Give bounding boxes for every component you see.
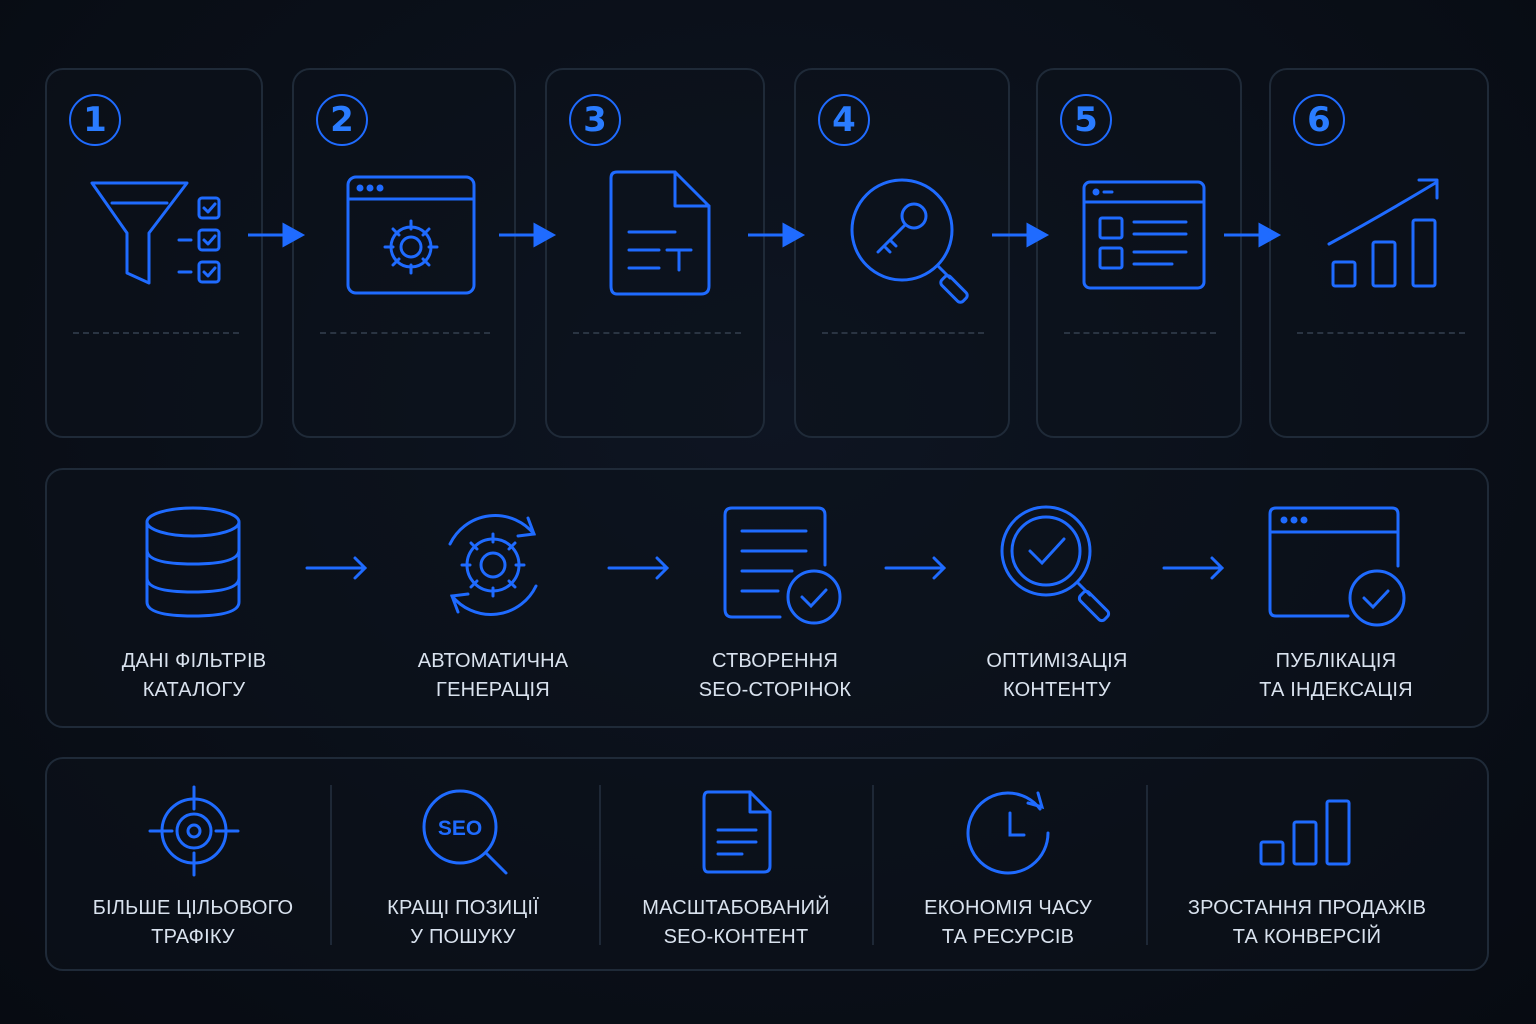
arrow-right-icon [248, 222, 306, 248]
label-line-1: ЗРОСТАННЯ ПРОДАЖІВ [1187, 897, 1427, 919]
document-text-icon [609, 170, 711, 296]
arrow-right-icon [992, 222, 1050, 248]
magnifier-check-icon [1000, 505, 1111, 623]
pipeline-label-auto-generation: АВТОМАТИЧНА ГЕНЕРАЦІЯ [373, 647, 613, 705]
arrow-right-icon [499, 222, 557, 248]
label-line-2: ТРАФІКУ [151, 926, 235, 948]
browser-check-icon [1268, 506, 1406, 627]
label-line-1: АВТОМАТИЧНА [417, 650, 569, 672]
seo-text: SEO [438, 817, 482, 840]
pipeline-label-content-optimization: ОПТИМІЗАЦІЯ КОНТЕНТУ [937, 647, 1177, 705]
step-card-4: 4 [794, 68, 1010, 438]
divider-dashed [822, 332, 984, 334]
arrow-right-icon [884, 556, 947, 580]
bar-chart-icon [1259, 799, 1351, 866]
browser-gear-icon [346, 175, 476, 295]
filter-funnel-checklist-icon [90, 181, 221, 285]
benefit-divider [872, 785, 874, 945]
step-number-badge: 6 [1293, 94, 1345, 146]
step-number-badge: 5 [1060, 94, 1112, 146]
target-crosshair-icon [148, 785, 240, 877]
label-line-1: БІЛЬШЕ ЦІЛЬОВОГО [92, 897, 294, 919]
arrow-right-icon [1162, 556, 1225, 580]
label-line-1: СТВОРЕННЯ [711, 650, 839, 672]
benefit-label-time-savings: ЕКОНОМІЯ ЧАСУ ТА РЕСУРСІВ [878, 894, 1138, 952]
arrow-right-icon [748, 222, 806, 248]
document-icon [702, 790, 772, 874]
pipeline-panel [45, 468, 1489, 728]
divider-dashed [1064, 332, 1216, 334]
step-card-6: 6 [1269, 68, 1489, 438]
seo-magnifier-icon: SEO [422, 789, 508, 875]
label-line-2: ТА КОНВЕРСІЙ [1232, 926, 1382, 948]
arrow-right-icon [305, 556, 368, 580]
label-line-1: ПУБЛІКАЦІЯ [1275, 650, 1397, 672]
benefit-label-positions: КРАЩІ ПОЗИЦІЇ У ПОШУКУ [333, 894, 593, 952]
pipeline-label-seo-pages: СТВОРЕННЯ SEO-СТОРІНОК [655, 647, 895, 705]
label-line-2: КАТАЛОГУ [142, 679, 246, 701]
label-line-1: МАСШТАБОВАНИЙ [642, 897, 830, 919]
divider-dashed [1297, 332, 1465, 334]
gear-refresh-icon [448, 513, 538, 617]
label-line-1: ЕКОНОМІЯ ЧАСУ [924, 897, 1092, 919]
divider-dashed [573, 332, 741, 334]
database-icon [145, 506, 241, 618]
pipeline-label-publication: ПУБЛІКАЦІЯ ТА ІНДЕКСАЦІЯ [1216, 647, 1456, 705]
benefit-label-traffic: БІЛЬШЕ ЦІЛЬОВОГО ТРАФІКУ [63, 894, 323, 952]
label-line-1: ОПТИМІЗАЦІЯ [986, 650, 1128, 672]
step-card-3: 3 [545, 68, 765, 438]
benefit-divider [1146, 785, 1148, 945]
arrow-right-icon [607, 556, 670, 580]
label-line-1: ДАНІ ФІЛЬТРІВ [121, 650, 267, 672]
step-number-badge: 4 [818, 94, 870, 146]
benefit-divider [330, 785, 332, 945]
benefit-label-sales-growth: ЗРОСТАННЯ ПРОДАЖІВ ТА КОНВЕРСІЙ [1162, 894, 1452, 952]
label-line-2: SEO-СТОРІНОК [698, 679, 852, 701]
step-number-badge: 2 [316, 94, 368, 146]
label-line-1: КРАЩІ ПОЗИЦІЇ [387, 897, 539, 919]
key-magnifier-icon [850, 178, 969, 304]
web-page-layout-icon [1082, 180, 1206, 290]
benefit-label-scalable-content: МАСШТАБОВАНИЙ SEO-КОНТЕНТ [606, 894, 866, 952]
label-line-2: ТА РЕСУРСІВ [941, 926, 1075, 948]
document-check-icon [723, 506, 842, 625]
step-number-badge: 1 [69, 94, 121, 146]
label-line-2: КОНТЕНТУ [1003, 679, 1111, 701]
step-number-badge: 3 [569, 94, 621, 146]
divider-dashed [320, 332, 490, 334]
label-line-2: SEO-КОНТЕНТ [663, 926, 809, 948]
divider-dashed [73, 332, 239, 334]
step-card-2: 2 [292, 68, 516, 438]
pipeline-label-catalog-data: ДАНІ ФІЛЬТРІВ КАТАЛОГУ [74, 647, 314, 705]
benefit-divider [599, 785, 601, 945]
label-line-2: У ПОШУКУ [410, 926, 516, 948]
label-line-2: ТА ІНДЕКСАЦІЯ [1259, 679, 1413, 701]
label-line-2: ГЕНЕРАЦІЯ [436, 679, 550, 701]
step-card-5: 5 [1036, 68, 1242, 438]
growth-chart-icon [1327, 178, 1439, 288]
benefits-panel [45, 757, 1489, 971]
clock-icon [966, 791, 1050, 875]
step-card-1: 1 [45, 68, 263, 438]
arrow-right-icon [1224, 222, 1282, 248]
